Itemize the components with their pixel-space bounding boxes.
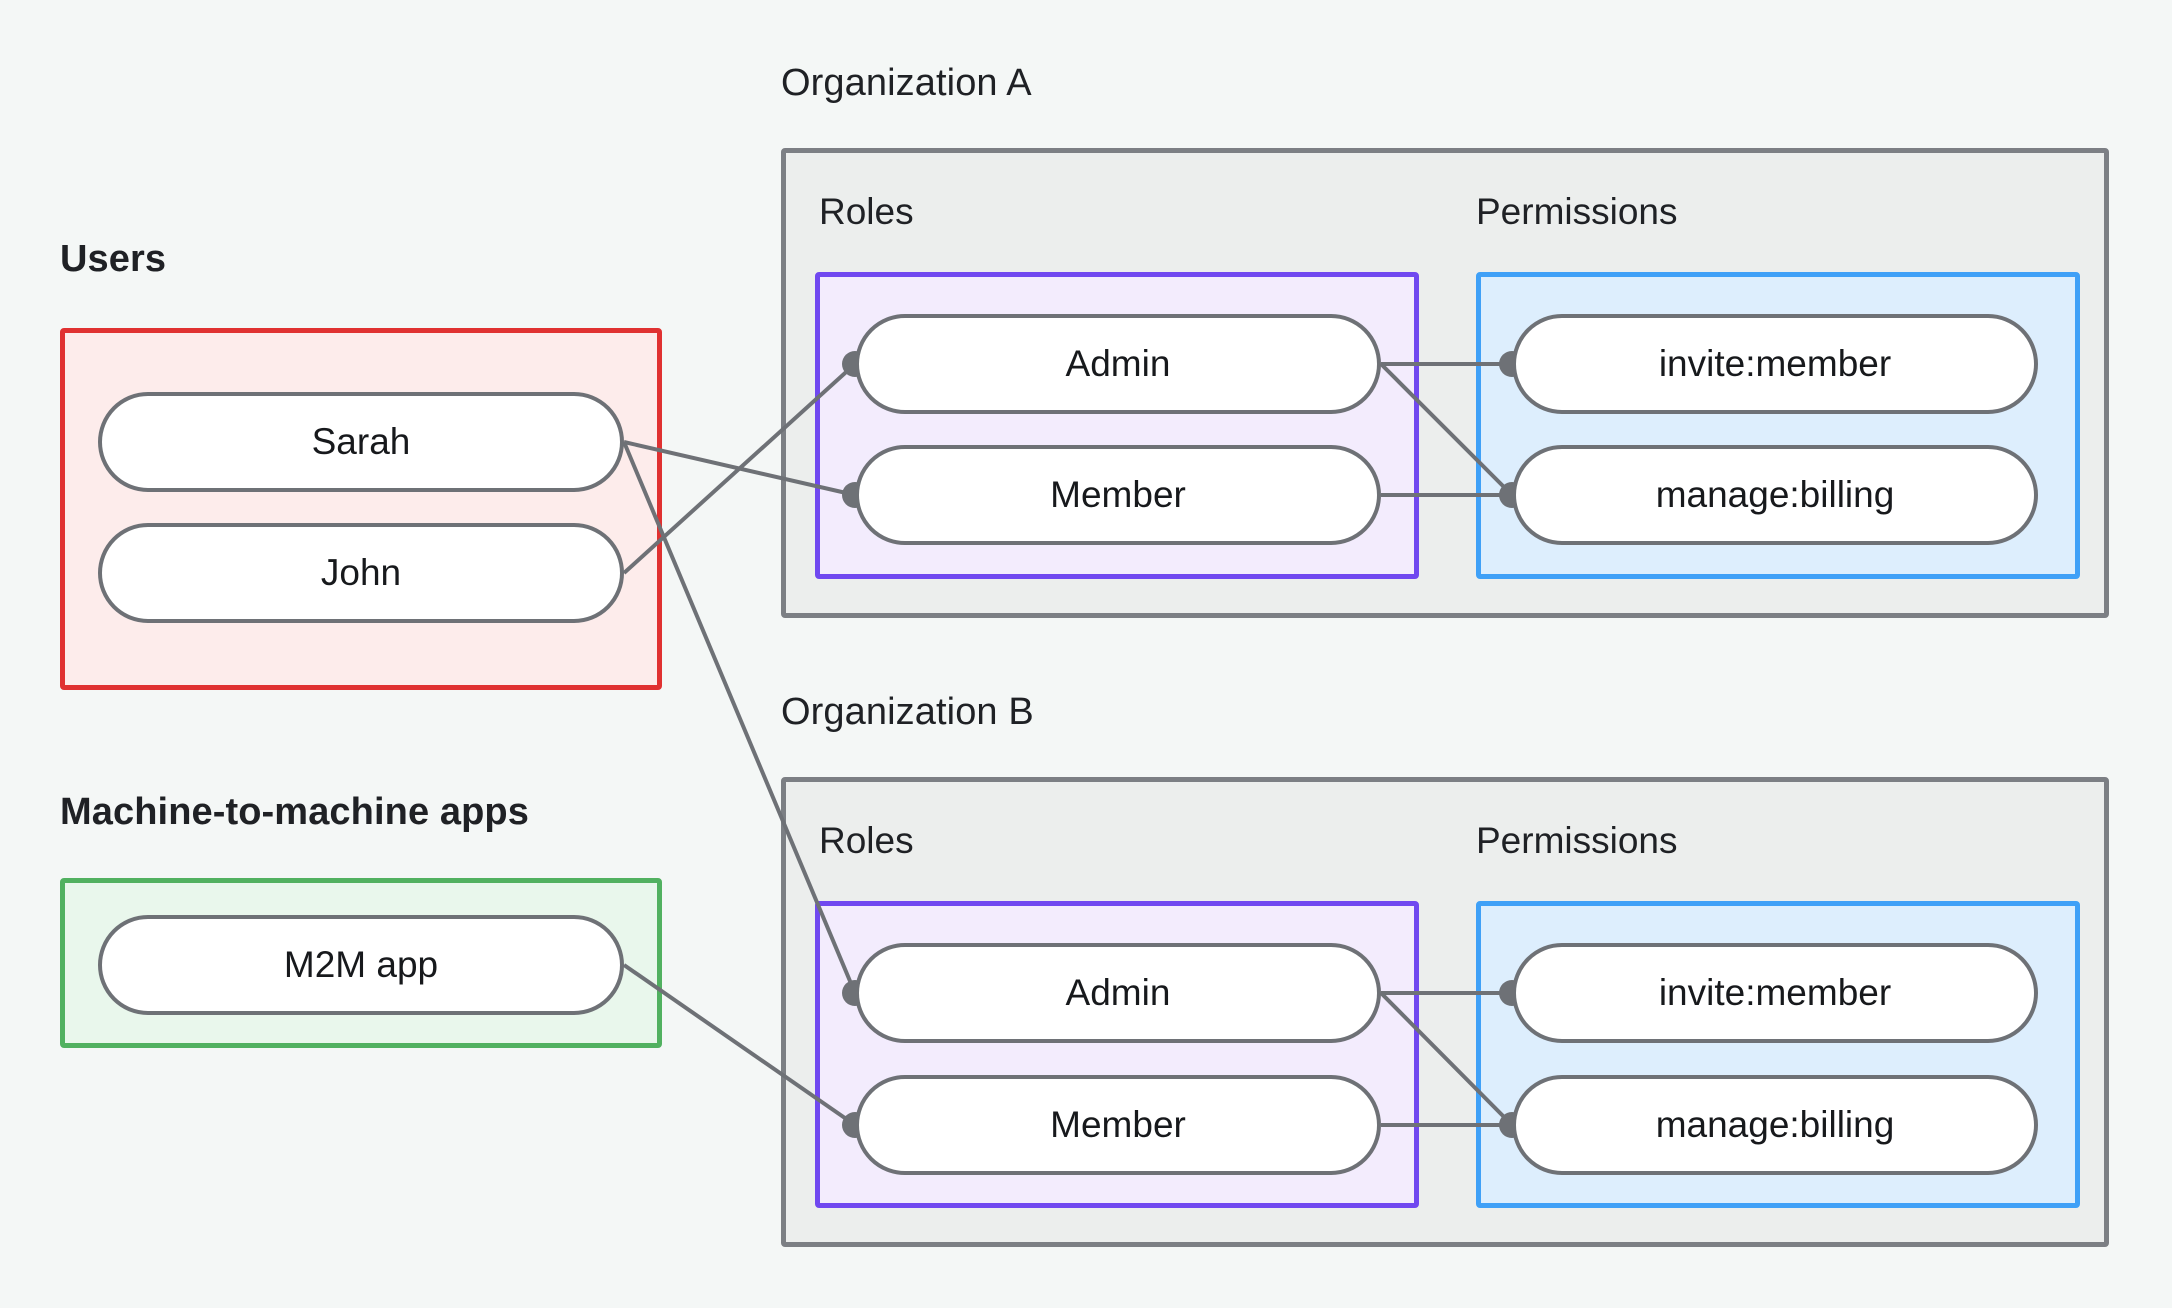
org-a-title: Organization A: [781, 62, 1032, 104]
node-org-a-permission-manage-billing[interactable]: manage:billing: [1512, 445, 2038, 545]
m2m-group-label: Machine-to-machine apps: [60, 791, 529, 833]
users-group-label: Users: [60, 238, 167, 280]
node-m2m-app[interactable]: M2M app: [98, 915, 624, 1015]
org-b-roles-label: Roles: [819, 820, 914, 861]
node-org-b-role-member[interactable]: Member: [855, 1075, 1381, 1175]
node-org-b-permission-invite-member[interactable]: invite:member: [1512, 943, 2038, 1043]
node-org-a-role-admin[interactable]: Admin: [855, 314, 1381, 414]
node-org-b-role-admin[interactable]: Admin: [855, 943, 1381, 1043]
node-org-a-role-member[interactable]: Member: [855, 445, 1381, 545]
node-org-a-permission-invite-member[interactable]: invite:member: [1512, 314, 2038, 414]
node-org-b-permission-manage-billing[interactable]: manage:billing: [1512, 1075, 2038, 1175]
users-group-container: [60, 328, 662, 690]
node-sarah[interactable]: Sarah: [98, 392, 624, 492]
org-b-title: Organization B: [781, 691, 1034, 733]
org-b-permissions-label: Permissions: [1476, 820, 1678, 861]
org-a-roles-label: Roles: [819, 191, 914, 232]
org-a-permissions-label: Permissions: [1476, 191, 1678, 232]
node-john[interactable]: John: [98, 523, 624, 623]
